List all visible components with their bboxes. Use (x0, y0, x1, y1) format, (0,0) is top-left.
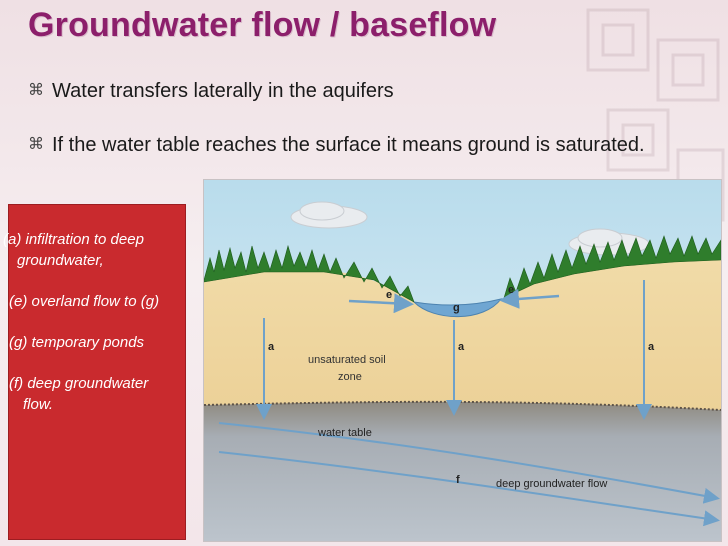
note-temporary-ponds: (g) temporary ponds (9, 334, 145, 351)
note-overland-flow: (e) overland flow to (g) (9, 293, 160, 310)
label-a-right: a (648, 341, 655, 353)
deep-flow-arrow-2 (218, 451, 720, 527)
vegetation (204, 235, 721, 303)
water-table-line (204, 400, 721, 411)
label-a-mid: a (458, 341, 465, 353)
slide-title: Groundwater flow / baseflow (28, 6, 497, 44)
label-unsaturated-line2: zone (338, 371, 362, 383)
label-e-right: e (508, 284, 514, 296)
label-e-left: e (386, 289, 392, 301)
note-deep-groundwater: (f) deep groundwater flow. (9, 375, 149, 413)
overland-flow-arrow-left (348, 293, 414, 314)
label-g: g (453, 302, 460, 314)
label-deep-groundwater-flow: deep groundwater flow (496, 478, 607, 490)
bullet-text: Water transfers laterally in the aquifer… (52, 80, 394, 102)
label-water-table: water table (317, 427, 372, 439)
groundwater-diagram: e e g a a a unsaturated soil zone water … (203, 179, 722, 542)
legend-note-box: (a) infiltration to deep groundwater, (e… (3, 204, 186, 540)
groundwater-zone (204, 401, 721, 541)
diagram-svg: e e g a a a unsaturated soil zone water … (204, 180, 721, 541)
label-a-left: a (268, 341, 275, 353)
note-infiltration: (a) infiltration to deep groundwater, (3, 231, 144, 269)
label-f: f (456, 474, 460, 486)
overland-flow-arrow-right (499, 288, 560, 309)
label-unsaturated-line1: unsaturated soil (308, 354, 386, 366)
deep-flow-arrow-1 (218, 422, 720, 504)
bullet-text: If the water table reaches the surface i… (52, 134, 645, 156)
command-bullet-icon: ⌘ (28, 82, 44, 99)
command-bullet-icon: ⌘ (28, 136, 44, 153)
cloud-left (290, 201, 368, 229)
